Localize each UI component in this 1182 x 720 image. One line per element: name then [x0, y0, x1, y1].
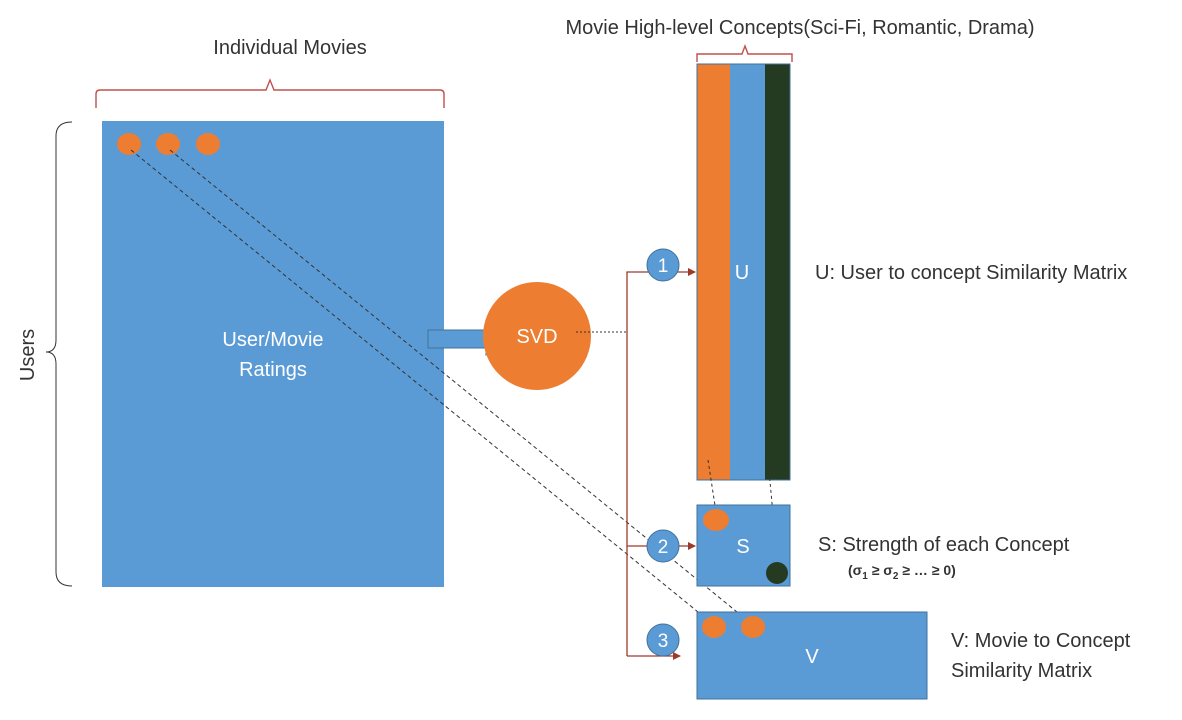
v-dot	[741, 616, 765, 638]
step-number-3: 3	[658, 631, 669, 652]
rating-dot	[117, 133, 141, 155]
s-sigma-ordering: (σ1 ≥ σ2 ≥ … ≥ 0)	[848, 562, 956, 582]
step-circle-2	[646, 529, 680, 563]
u-column-drama	[765, 64, 790, 480]
svd-circle	[483, 282, 591, 390]
dashed-link	[707, 459, 717, 513]
step-circle-1	[646, 248, 680, 282]
users-label: Users	[17, 329, 39, 381]
u-letter: U	[735, 262, 749, 284]
movies-title: Individual Movies	[213, 37, 366, 59]
dashed-link	[130, 149, 715, 626]
s-dot-dark	[766, 562, 788, 584]
v-description-line1: V: Movie to Concept	[951, 630, 1131, 652]
s-description: S: Strength of each Concept	[818, 534, 1070, 556]
concepts-brace	[696, 44, 793, 62]
u-column-romantic	[730, 64, 765, 480]
rating-dot	[196, 133, 220, 155]
rating-dot	[156, 133, 180, 155]
ratings-label-line1: User/Movie	[222, 329, 323, 351]
u-description: U: User to concept Similarity Matrix	[815, 262, 1127, 284]
v-letter: V	[805, 646, 819, 668]
step-number-2: 2	[658, 537, 669, 558]
svd-label: SVD	[516, 326, 557, 348]
step-number-1: 1	[658, 256, 669, 277]
v-dot	[702, 616, 726, 638]
v-description-line2: Similarity Matrix	[951, 660, 1092, 682]
movies-brace	[95, 78, 445, 108]
u-matrix	[696, 63, 791, 481]
concepts-title: Movie High-level Concepts(Sci-Fi, Romant…	[565, 17, 1034, 39]
users-brace	[45, 121, 73, 587]
s-dot-orange	[703, 509, 729, 531]
s-letter: S	[736, 536, 749, 558]
u-column-scifi	[697, 64, 730, 480]
v-matrix	[696, 611, 928, 700]
ratings-matrix	[102, 121, 444, 587]
ratings-label-line2: Ratings	[239, 359, 307, 381]
step-circle-3	[646, 623, 680, 657]
